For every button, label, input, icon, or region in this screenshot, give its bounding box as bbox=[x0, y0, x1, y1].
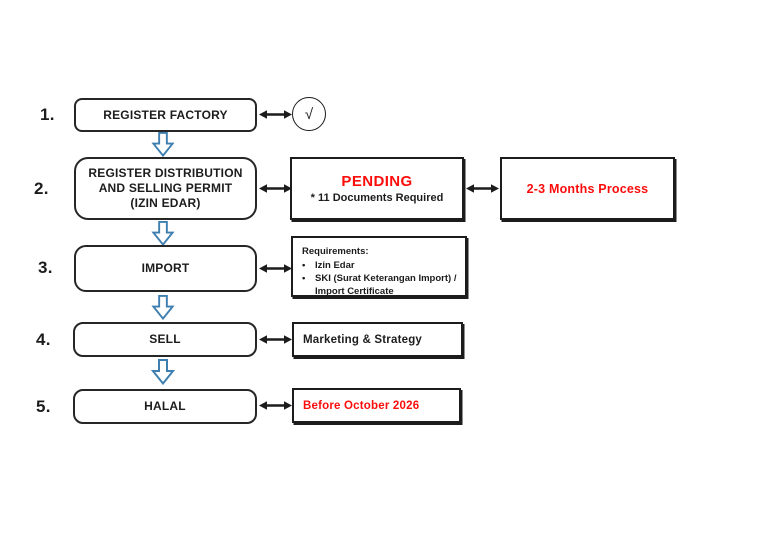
step-1-box: REGISTER FACTORY bbox=[74, 98, 257, 132]
process-duration-box: 2-3 Months Process bbox=[500, 157, 675, 220]
step-2-label-line1: REGISTER DISTRIBUTION bbox=[88, 166, 243, 180]
step-5-box: HALAL bbox=[73, 389, 257, 424]
double-arrow-icon bbox=[259, 335, 292, 344]
requirement-item: • Izin Edar bbox=[302, 259, 457, 272]
requirements-box: Requirements: • Izin Edar • SKI (Surat K… bbox=[291, 236, 467, 297]
double-arrow-icon bbox=[259, 401, 292, 410]
marketing-note-box: Marketing & Strategy bbox=[292, 322, 463, 357]
marketing-note-text: Marketing & Strategy bbox=[303, 333, 423, 346]
bullet-icon: • bbox=[302, 273, 306, 285]
down-arrow-icon bbox=[151, 132, 175, 157]
step-4-number: 4. bbox=[36, 330, 51, 349]
step-5-number: 5. bbox=[36, 397, 51, 416]
double-arrow-icon bbox=[259, 264, 292, 273]
step-2-box: REGISTER DISTRIBUTION AND SELLING PERMIT… bbox=[74, 157, 257, 220]
step-4-label: SELL bbox=[149, 332, 181, 346]
requirements-title: Requirements: bbox=[302, 246, 369, 257]
step-2-label-line3: (IZIN EDAR) bbox=[130, 196, 201, 210]
double-arrow-icon bbox=[466, 184, 499, 193]
requirements-list: • Izin Edar • SKI (Surat Keterangan Impo… bbox=[302, 259, 457, 298]
pending-subtitle: * 11 Documents Required bbox=[310, 192, 444, 204]
down-arrow-icon bbox=[151, 359, 175, 385]
step-1-number: 1. bbox=[40, 105, 55, 124]
down-arrow-icon bbox=[151, 295, 175, 320]
check-circle-icon: √ bbox=[292, 97, 326, 131]
step-1-label: REGISTER FACTORY bbox=[103, 107, 228, 122]
step-3-label: IMPORT bbox=[141, 261, 190, 275]
check-symbol: √ bbox=[304, 105, 314, 123]
down-arrow-icon bbox=[151, 221, 175, 246]
step-4-box: SELL bbox=[73, 322, 257, 357]
step-3-box: IMPORT bbox=[74, 245, 257, 292]
halal-deadline-box: Before October 2026 bbox=[292, 388, 461, 423]
bullet-icon: • bbox=[302, 260, 306, 272]
duration-text: 2-3 Months Process bbox=[526, 181, 649, 196]
pending-title: PENDING bbox=[341, 173, 413, 190]
requirement-text: Izin Edar bbox=[315, 260, 355, 272]
requirement-text: SKI (Surat Keterangan Import) /Import Ce… bbox=[315, 273, 457, 298]
double-arrow-icon bbox=[259, 110, 292, 119]
step-2-number: 2. bbox=[34, 179, 49, 198]
step-2-label-line2: AND SELLING PERMIT bbox=[98, 181, 233, 195]
requirement-item: • SKI (Surat Keterangan Import) /Import … bbox=[302, 272, 457, 298]
pending-status-box: PENDING * 11 Documents Required bbox=[290, 157, 464, 220]
step-5-label: HALAL bbox=[144, 399, 186, 413]
double-arrow-icon bbox=[259, 184, 292, 193]
step-3-number: 3. bbox=[38, 258, 53, 277]
halal-deadline-text: Before October 2026 bbox=[303, 399, 420, 412]
